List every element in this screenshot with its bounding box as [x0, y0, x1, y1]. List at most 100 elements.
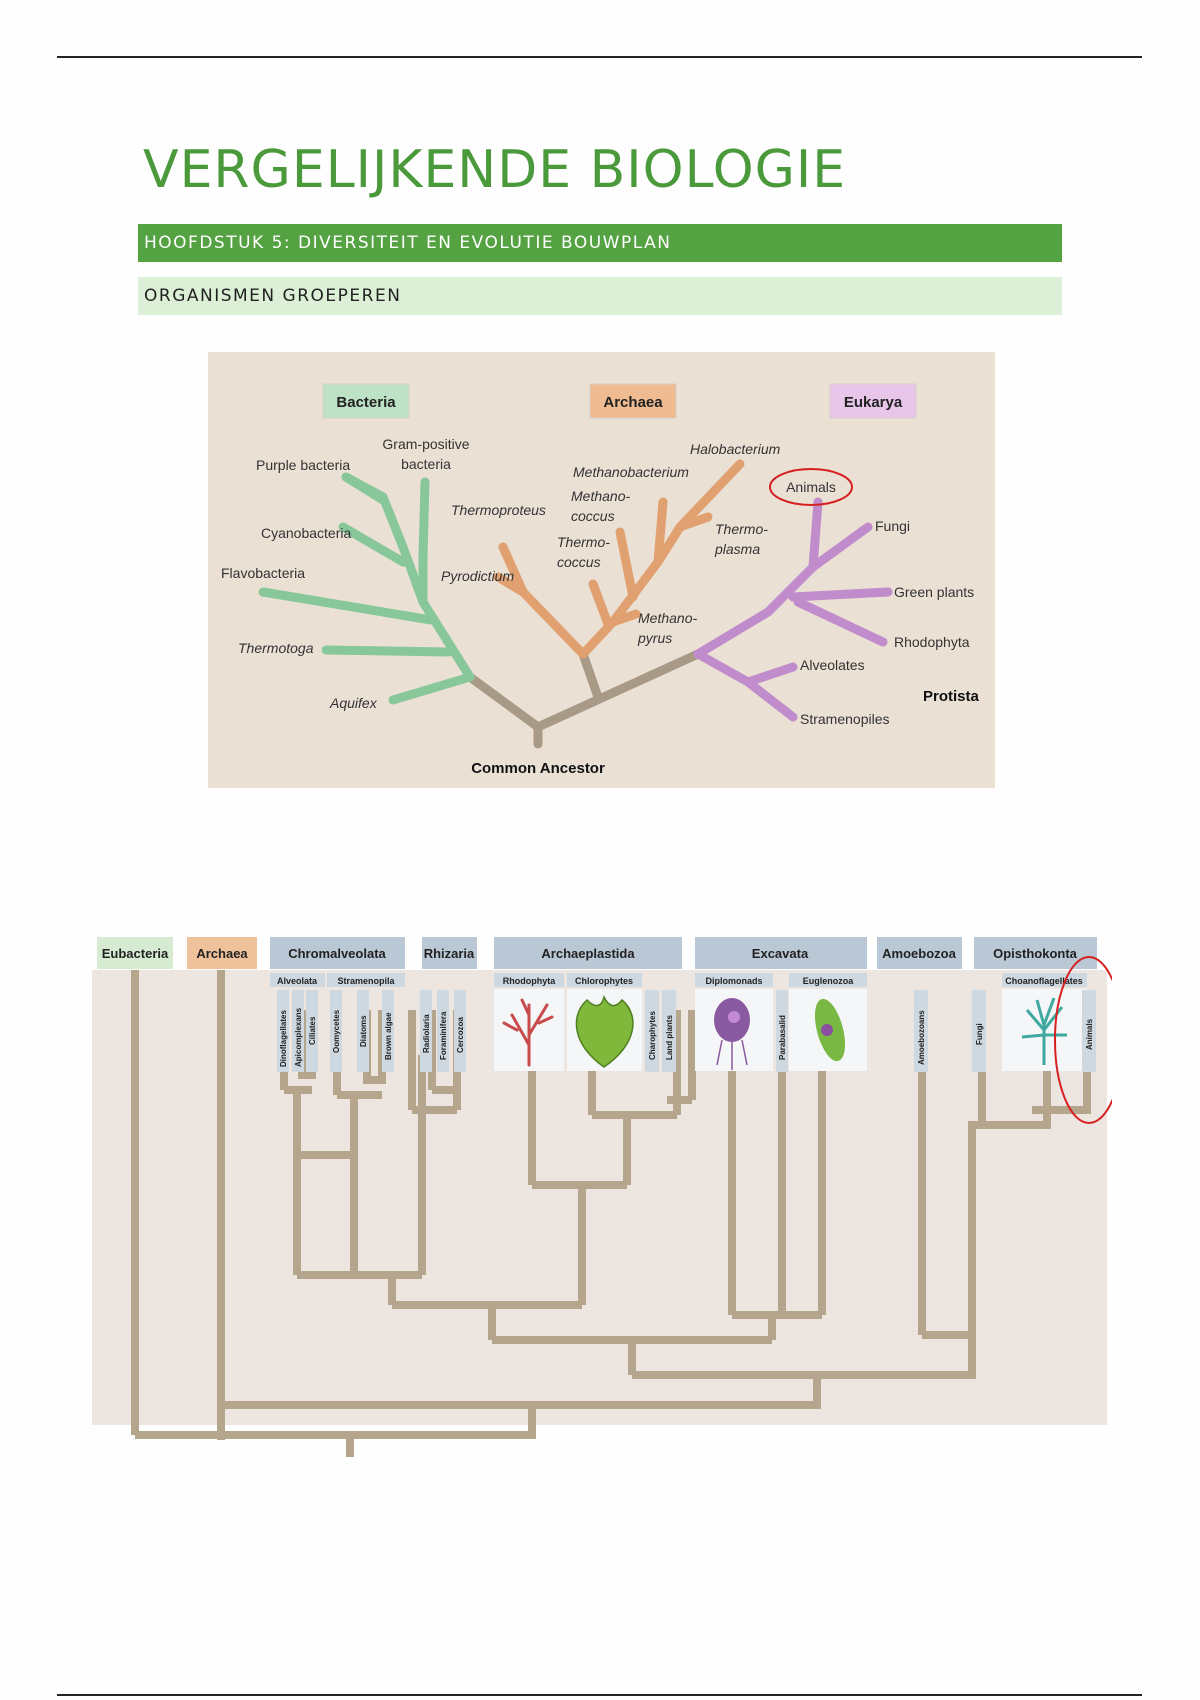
taxon-oomycetes-box	[330, 990, 342, 1072]
sub-choanoflagellates: Choanoflagellates	[1005, 976, 1083, 986]
green-alga-illustration	[575, 994, 634, 1068]
taxon-diatoms-box	[357, 990, 369, 1072]
taxon-oomycetes: Oomycetes	[332, 1009, 341, 1053]
root-split	[131, 970, 536, 1439]
label-methanococcus: Methano-	[571, 488, 630, 504]
label-thermoproteus: Thermoproteus	[451, 502, 546, 518]
taxon-cercozoa-box	[454, 990, 466, 1072]
sub-alveolata: Alveolata	[277, 976, 318, 986]
taxon-land-plants: Land plants	[665, 1015, 674, 1060]
archaea-branch	[217, 970, 821, 1440]
label-rhodophyta: Rhodophyta	[894, 634, 970, 650]
label-thermotoga: Thermotoga	[238, 640, 314, 656]
taxon-animals: Animals	[1085, 1018, 1094, 1050]
branch-purple-bacteria	[341, 472, 388, 505]
sub-rhodophyta-box	[494, 973, 564, 987]
section-heading: ORGANISMEN GROEPEREN	[138, 277, 1062, 315]
header-archaeplastida-box	[494, 937, 682, 969]
label-alveolates: Alveolates	[800, 657, 865, 673]
chromalveolata-rhizaria	[388, 1185, 586, 1309]
label-animals: Animals	[786, 479, 836, 495]
taxon-diatoms: Diatoms	[359, 1015, 368, 1047]
header-chromalveolata-box	[270, 937, 405, 969]
label-thermoplasma-2: plasma	[714, 541, 760, 557]
sub-choanoflagellates-box	[1002, 973, 1087, 987]
domain-eukarya-text: Eukarya	[844, 394, 903, 411]
label-gram-positive-2: bacteria	[401, 456, 451, 472]
sub-chlorophytes-box	[567, 973, 642, 987]
taxon-amoebozoans: Amoebozoans	[917, 1010, 926, 1065]
header-archaea: Archaea	[196, 946, 248, 961]
taxon-fungi-box	[972, 990, 986, 1072]
header-opisthokonta: Opisthokonta	[993, 946, 1078, 961]
branch-aquifex	[388, 672, 475, 705]
taxon-radiolaria: Radiolaria	[422, 1014, 431, 1053]
branch-cyanobacteria	[338, 522, 408, 567]
taxon-animals-box	[1082, 990, 1096, 1072]
branch-flavobacteria	[258, 587, 436, 625]
supergroups-tree-figure: Eubacteria Archaea Chromalveolata Rhizar…	[92, 937, 1112, 1457]
taxon-amoebozoans-box	[914, 990, 928, 1072]
trunk-right	[533, 649, 703, 732]
branch-fungi	[808, 522, 873, 572]
sub-stramenopila-box	[327, 973, 405, 987]
taxon-foraminifera: Foraminifera	[439, 1011, 448, 1060]
chapter-heading: HOOFDSTUK 5: DIVERSITEIT EN EVOLUTIE BOU…	[138, 224, 1062, 262]
label-thermococcus: Thermo-	[557, 534, 610, 550]
sub-diplomonads-box	[695, 973, 773, 987]
branch-methanobacterium	[653, 497, 668, 567]
sub-diplomonads: Diplomonads	[705, 976, 762, 986]
taxon-dinoflagellates: Dinoflagellates	[279, 1010, 288, 1067]
branch-thermotoga	[321, 645, 453, 657]
taxon-brown-algae-box	[382, 990, 394, 1072]
eukarya-main-branch	[693, 497, 823, 659]
trunk-archaea	[578, 649, 603, 702]
branch-gram-positive	[418, 477, 430, 607]
domain-bacteria-text: Bacteria	[336, 394, 396, 411]
sub-euglenozoa: Euglenozoa	[803, 976, 854, 986]
branch-thermoplasma	[675, 512, 713, 532]
taxon-ciliates-box	[306, 990, 318, 1072]
page-title: VERGELIJKENDE BIOLOGIE	[143, 140, 847, 200]
eukarya-split	[628, 1335, 976, 1379]
taxon-parabasalid-box	[776, 990, 788, 1072]
label-purple-bacteria: Purple bacteria	[256, 457, 350, 473]
label-methanopyrus-2: pyrus	[637, 630, 672, 646]
header-chromalveolata: Chromalveolata	[288, 946, 386, 961]
domain-label-eukarya: Eukarya	[829, 383, 917, 419]
label-pyrodictium: Pyrodictium	[441, 568, 514, 584]
excavata-archaeplastida	[488, 1305, 776, 1344]
taxon-parabasalid: Parabasalid	[778, 1015, 787, 1060]
taxon-fungi: Fungi	[975, 1023, 984, 1045]
label-cyanobacteria: Cyanobacteria	[261, 525, 351, 541]
sub-alveolata-box	[270, 973, 325, 987]
taxon-charophytes-box	[645, 990, 659, 1072]
branch-methanopyrus	[608, 609, 641, 627]
header-eubacteria-box	[97, 937, 173, 969]
domain-label-bacteria: Bacteria	[322, 383, 410, 419]
header-eubacteria: Eubacteria	[102, 946, 169, 961]
label-aquifex: Aquifex	[329, 695, 378, 711]
header-amoebozoa: Amoebozoa	[882, 946, 956, 961]
label-methanobacterium: Methanobacterium	[573, 464, 689, 480]
taxon-foraminifera-box	[437, 990, 449, 1072]
label-gram-positive: Gram-positive	[382, 436, 469, 452]
bottom-rule	[57, 1694, 1142, 1696]
label-protista: Protista	[923, 688, 980, 705]
animals-highlight-oval	[1054, 956, 1112, 1124]
label-halobacterium: Halobacterium	[690, 441, 781, 457]
label-flavobacteria: Flavobacteria	[221, 565, 305, 581]
top-rule	[57, 56, 1142, 58]
header-amoebozoa-box	[877, 937, 962, 969]
sub-euglenozoa-box	[789, 973, 867, 987]
taxon-brown-algae: Brown algae	[384, 1012, 393, 1060]
branch-green-plants	[788, 587, 893, 602]
header-archaeplastida: Archaeplastida	[541, 946, 635, 961]
header-rhizaria: Rhizaria	[424, 946, 475, 961]
taxon-apicomplexans: Apicomplexans	[294, 1007, 303, 1067]
taxon-cercozoa: Cercozoa	[456, 1016, 465, 1053]
three-domain-tree-figure: Bacteria Archaea Eukarya Purple bacteria…	[208, 352, 995, 788]
taxon-ciliates: Ciliates	[308, 1016, 317, 1045]
taxon-dinoflagellates-box	[277, 990, 289, 1072]
euglena-illustration	[814, 998, 846, 1062]
